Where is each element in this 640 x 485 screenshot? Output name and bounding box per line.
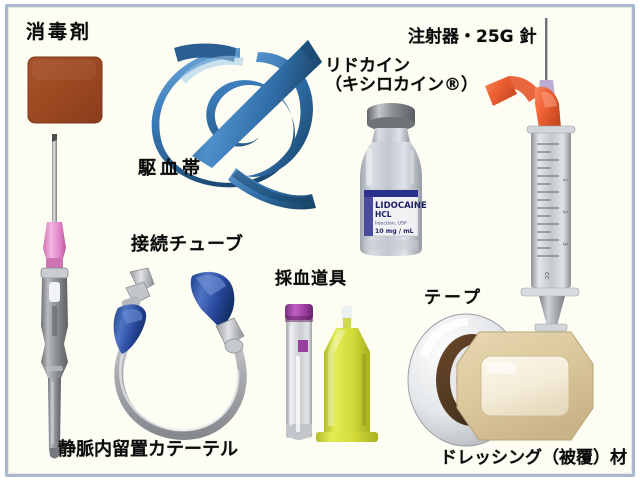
svg-text:Injection, USP: Injection, USP [375, 221, 407, 227]
iv-catheter-graphic [22, 130, 96, 464]
dressing-pad-graphic [455, 330, 595, 446]
label-blood-draw-kit: 採血道具 [275, 269, 347, 289]
svg-text:HCL: HCL [375, 210, 392, 219]
svg-text:1: 1 [561, 178, 568, 182]
svg-text:LIDOCAINE: LIDOCAINE [375, 201, 427, 211]
tourniquet-band-graphic [140, 18, 325, 217]
label-extension-tube: 接続チューブ [131, 234, 244, 255]
label-lidocaine: リドカイン （キシロカイン®） [325, 56, 478, 96]
label-tape: テープ [424, 288, 483, 308]
label-tourniquet: 駆血帯 [138, 158, 204, 179]
svg-text:2: 2 [561, 210, 568, 214]
svg-text:10 mg / mL: 10 mg / mL [375, 228, 414, 235]
blood-collection-kit-graphic [276, 296, 388, 460]
svg-text:cc: cc [543, 272, 551, 280]
label-lidocaine-line2: （キシロカイン®） [325, 75, 478, 96]
label-antiseptic: 消毒剤 [26, 21, 93, 43]
syringe-25g-graphic: 1 2 3 cc [483, 18, 593, 342]
svg-text:3: 3 [561, 242, 568, 246]
antiseptic-swab-graphic [27, 56, 105, 130]
label-dressing: ドレッシング（被覆）材 [440, 448, 627, 468]
label-syringe: 注射器・25G 針 [408, 27, 537, 47]
lidocaine-vial-graphic: LIDOCAINE HCL Injection, USP 10 mg / mL [348, 98, 434, 262]
label-iv-catheter: 静脈内留置カテーテル [58, 439, 238, 460]
label-lidocaine-line1: リドカイン [325, 56, 410, 76]
extension-tube-graphic [96, 266, 268, 450]
